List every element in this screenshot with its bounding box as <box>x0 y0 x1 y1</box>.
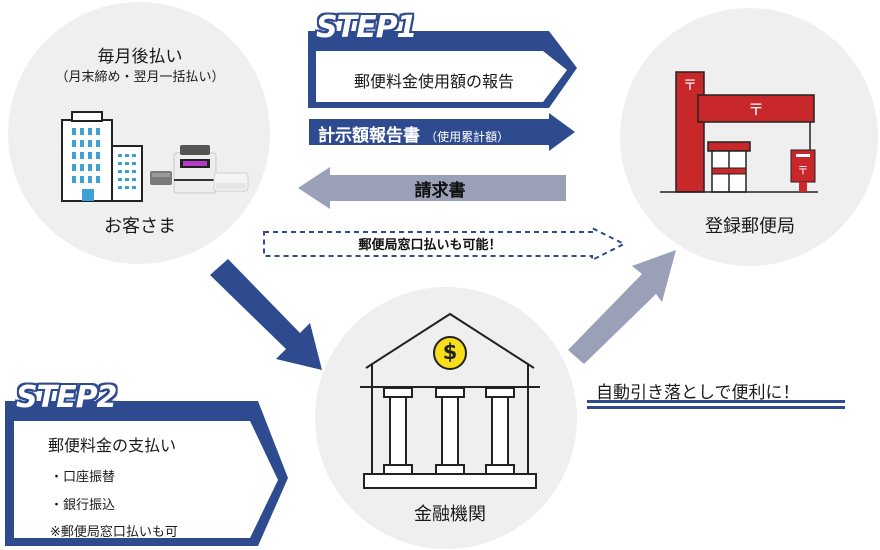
step2-item-bank-transfer: ・銀行振込 <box>50 498 116 513</box>
office-building-icon <box>60 110 150 203</box>
report-label: 計示額報告書 （使用累計額） <box>318 121 509 146</box>
svg-text:〒: 〒 <box>683 78 697 94</box>
bank-icon <box>360 310 540 490</box>
step2-title: 郵便料金の支払い <box>48 436 177 455</box>
customer-to-bank-arrow <box>200 255 330 375</box>
customer-label: お客さま <box>104 216 176 237</box>
auto-debit-underline-2 <box>587 406 845 409</box>
counter-payment-arrow <box>262 226 628 262</box>
postage-meter-icon <box>150 143 250 195</box>
dollar-symbol: $ <box>442 340 458 364</box>
report-sub: （使用累計額） <box>425 130 510 144</box>
step2-panel <box>4 400 290 548</box>
report-main: 計示額報告書 <box>318 126 420 146</box>
auto-debit-label: 自動引き落としで便利に！ <box>596 383 800 403</box>
step1-panel <box>307 30 579 110</box>
bank-label: 金融機関 <box>414 504 486 525</box>
invoice-label: 請求書 <box>414 181 466 201</box>
step2-badge: STEP2 <box>16 380 117 415</box>
auto-debit-underline <box>587 400 845 403</box>
report-arrow <box>309 113 577 151</box>
dollar-coin-icon: $ <box>432 335 468 371</box>
post-office-icon: 〒 〒 <box>660 70 820 195</box>
step2-item-account-transfer: ・口座振替 <box>50 470 116 485</box>
bank-to-post-office-arrow <box>566 250 676 366</box>
post-office-circle <box>620 8 878 266</box>
step1-text: 郵便料金使用額の報告 <box>353 72 514 91</box>
postbox-icon: 〒 <box>789 148 817 193</box>
counter-payment-label: 郵便局窓口払いも可能！ <box>358 238 502 253</box>
step1-badge: STEP1 <box>316 10 417 45</box>
svg-text:〒: 〒 <box>798 164 809 177</box>
customer-circle <box>8 2 270 264</box>
customer-title: 毎月後払い <box>97 47 183 67</box>
customer-subtitle: （月末締め・翌月一括払い） <box>55 70 225 85</box>
post-office-label: 登録郵便局 <box>705 216 795 237</box>
step2-note: ※郵便局窓口払いも可 <box>50 525 178 540</box>
invoice-arrow <box>298 167 568 209</box>
svg-text:〒: 〒 <box>748 100 764 119</box>
